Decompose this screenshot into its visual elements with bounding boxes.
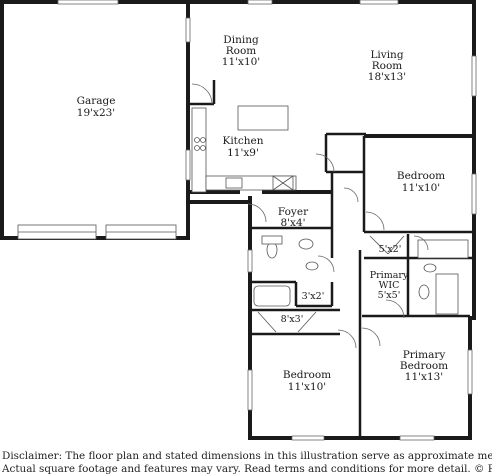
- garage-dimensions: 19'x23': [77, 107, 115, 119]
- garage-name: Garage: [77, 95, 116, 107]
- bedroom-south-dimensions: 11'x10': [288, 381, 326, 393]
- foyer-name: Foyer: [278, 206, 309, 218]
- windows: [57, 0, 477, 441]
- closet-3x2-dimensions: 3'x2': [302, 291, 325, 302]
- primary-wic-name-2: WIC: [379, 280, 400, 291]
- living-room-name-1: Living: [370, 49, 403, 61]
- garage-doors: [17, 224, 177, 240]
- living-room-name-2: Room: [372, 60, 403, 72]
- primary-wic-name-1: Primary: [370, 270, 409, 281]
- living-room-dimensions: 18'x13': [368, 71, 406, 83]
- dining-room-name-2: Room: [226, 45, 257, 57]
- bedroom-east-name: Bedroom: [397, 170, 445, 182]
- bathroom-fixtures: [253, 235, 469, 315]
- foyer-dimensions: 8'x4': [280, 217, 305, 229]
- primary-bedroom-name-2: Bedroom: [400, 360, 448, 372]
- dining-room-dimensions: 11'x10': [222, 56, 260, 68]
- closet-8x3-dimensions: 8'x3': [281, 314, 304, 325]
- bedroom-east-dimensions: 11'x10': [402, 182, 440, 194]
- interior-walls: [188, 80, 472, 438]
- closet-5x2-dimensions: 5'x2': [379, 244, 402, 255]
- room-labels: Garage 19'x23' Dining Room 11'x10' Livin…: [77, 34, 449, 393]
- kitchen-dimensions: 11'x9': [227, 147, 259, 159]
- door-swings: [191, 83, 429, 349]
- kitchen-name: Kitchen: [222, 135, 263, 147]
- disclaimer-line-1: Disclaimer: The floor plan and stated di…: [2, 450, 492, 462]
- primary-bedroom-name-1: Primary: [403, 349, 446, 361]
- bedroom-south-name: Bedroom: [283, 369, 331, 381]
- disclaimer-line-2: Actual square footage and features may v…: [2, 462, 492, 475]
- primary-wic-dimensions: 5'x5': [378, 290, 401, 301]
- dining-room-name-1: Dining: [223, 34, 259, 46]
- disclaimer: Disclaimer: The floor plan and stated di…: [2, 450, 492, 475]
- primary-bedroom-dimensions: 11'x13': [405, 371, 443, 383]
- kitchen-fixtures: [191, 105, 297, 193]
